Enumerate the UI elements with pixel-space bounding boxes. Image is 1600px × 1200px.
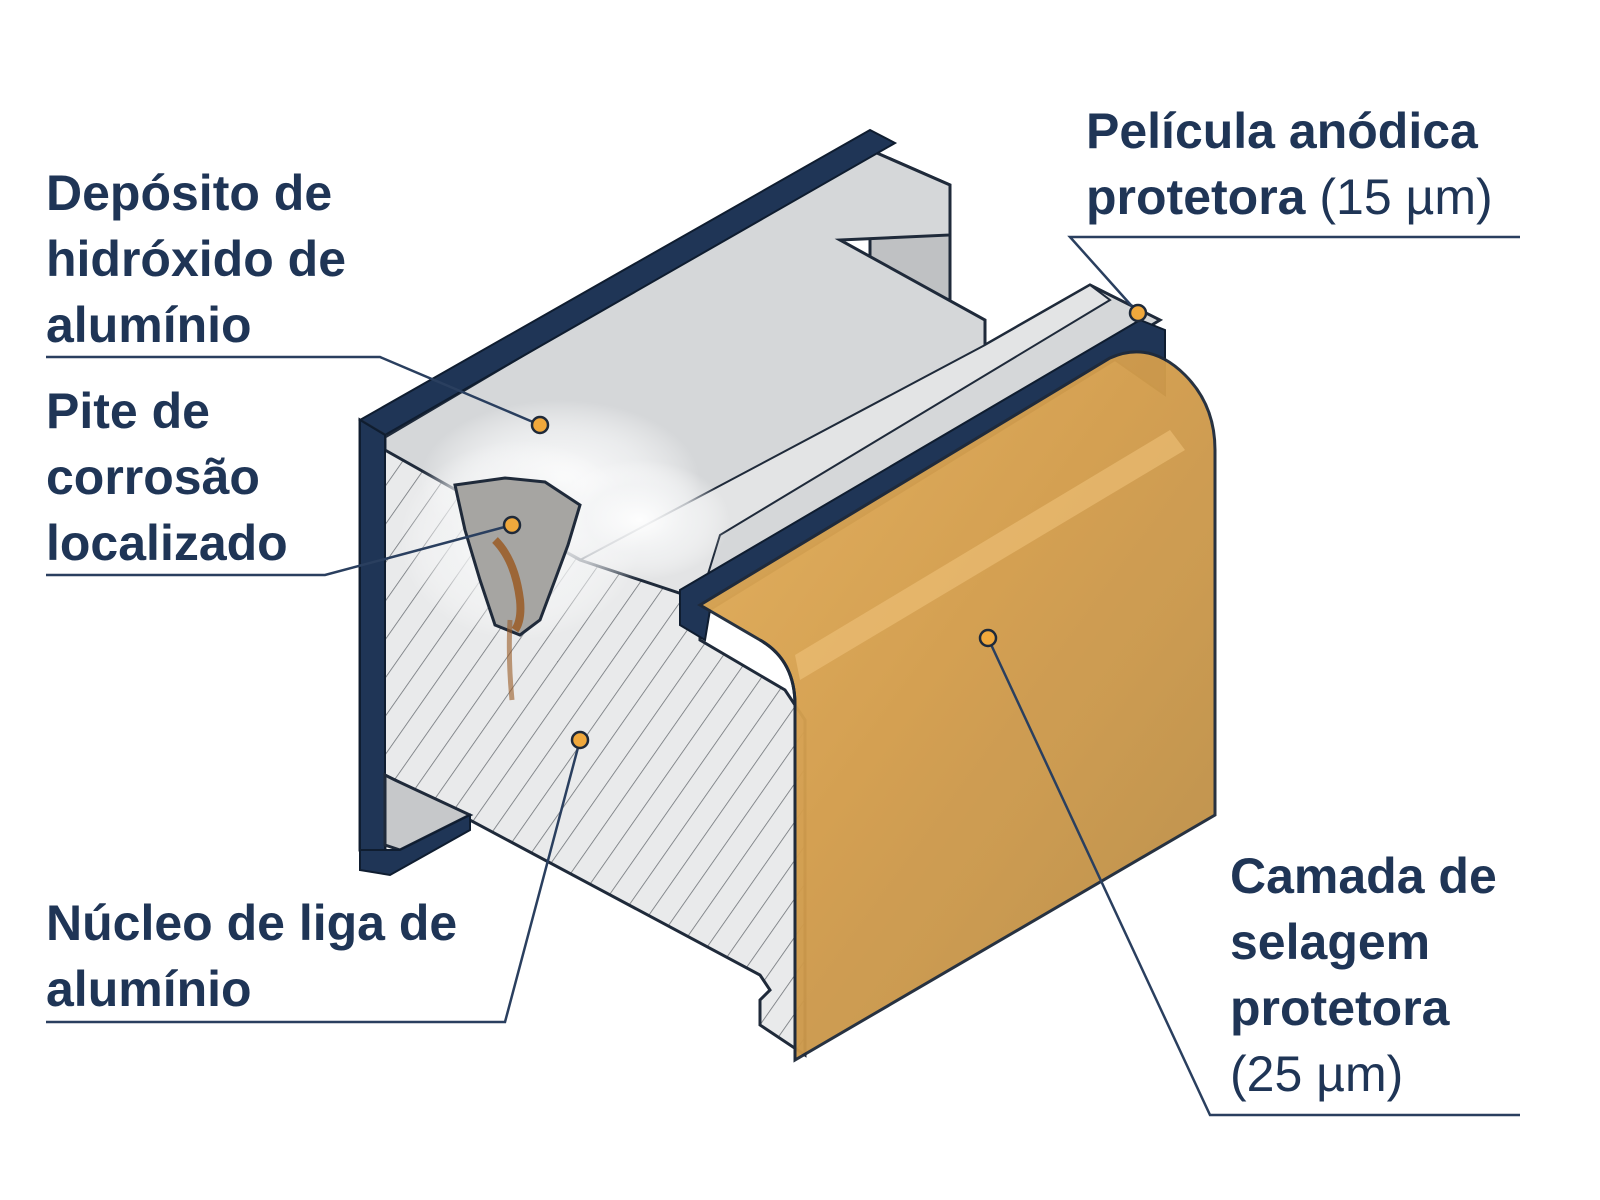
label-sealing-line-2: selagem <box>1230 914 1431 970</box>
marker-pit <box>502 515 522 535</box>
marker-sealing <box>978 628 998 648</box>
label-anodic-line-2-bold: protetora <box>1086 169 1306 225</box>
corrosion-pit-icon <box>453 476 582 701</box>
leader-hydroxide <box>46 355 541 427</box>
profile-bottom-flange-lip <box>359 813 471 877</box>
label-corrosion-pit: Pite de corrosão localizado <box>46 378 288 576</box>
label-sealing-thickness: (25 µm) <box>1230 1046 1404 1102</box>
label-sealing-layer: Camada de selagem protetora (25 µm) <box>1230 843 1497 1107</box>
label-anodic-line-2: protetora (15 µm) <box>1086 164 1493 230</box>
label-sealing-line-3: protetora <box>1230 980 1450 1036</box>
label-hydroxide-line-2: hidróxido de <box>46 231 346 287</box>
label-core-line-1: Núcleo de liga de <box>46 895 458 951</box>
marker-hydroxide <box>530 415 550 435</box>
leader-core <box>46 739 582 1024</box>
label-core-line-2: alumínio <box>46 961 252 1017</box>
label-pit-line-2: corrosão <box>46 449 260 505</box>
label-pit-line-1: Pite de <box>46 383 210 439</box>
label-hydroxide-line-1: Depósito de <box>46 165 333 221</box>
sealing-layer-highlight <box>795 430 1185 680</box>
leader-anodic <box>1067 235 1520 314</box>
label-anodic-line-1: Película anódica <box>1086 103 1478 159</box>
leader-sealing <box>986 637 1520 1117</box>
label-anodic-thickness: (15 µm) <box>1319 169 1493 225</box>
marker-core <box>570 730 590 750</box>
label-hydroxide-line-3: alumínio <box>46 297 252 353</box>
sealing-layer-front-edge <box>759 638 797 1060</box>
marker-anodic <box>1128 303 1148 323</box>
label-sealing-line-1: Camada de <box>1230 848 1497 904</box>
label-pit-line-3: localizado <box>46 515 288 571</box>
label-aluminium-core: Núcleo de liga de alumínio <box>46 890 457 1022</box>
label-hydroxide-deposit: Depósito de hidróxido de alumínio <box>46 160 346 358</box>
leader-pit <box>46 523 513 577</box>
label-anodic-film: Película anódica protetora (15 µm) <box>1086 98 1493 230</box>
